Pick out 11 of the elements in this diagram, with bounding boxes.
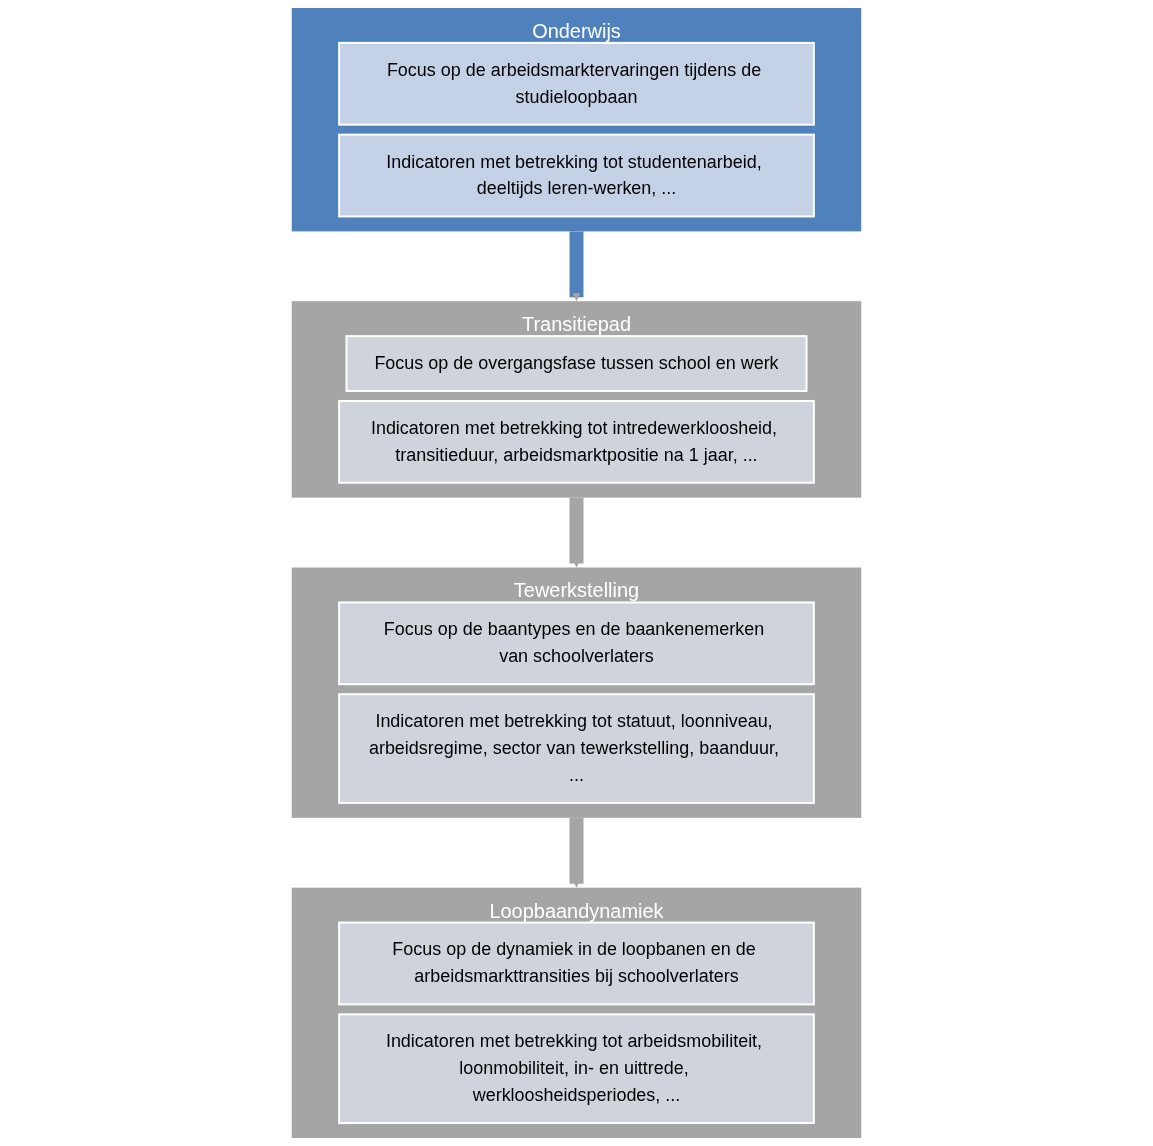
node-box: Indicatoren met betrekking tot intredewerkloosheid, transitieduur, arbeidsmarktpositie na 1 jaar, ...: [338, 399, 815, 484]
node-box: Indicatoren met betrekking tot studentenarbeid, deeltijds leren-werken, ...: [338, 133, 815, 218]
arrow: [569, 496, 584, 568]
node-box: Focus op de dynamiek in de loopbanen en de arbeidsmarkttransities bij schoolverlaters: [338, 921, 815, 1006]
arrow: [569, 816, 584, 888]
node-box: Focus op de arbeidsmarktervaringen tijdens de studieloopbaan: [338, 41, 815, 126]
node-box: Indicatoren met betrekking tot arbeidsmobiliteit, loonmobiliteit, in- en uittrede, werkloosheidsperiodes, ...: [338, 1013, 815, 1125]
node-box: Focus op de overgangsfase tussen school en werk: [345, 335, 808, 392]
arrow: [569, 230, 584, 302]
node-box: Indicatoren met betrekking tot statuut, loonniveau, arbeidsregime, sector van tewerkstelling, baanduur, ...: [338, 693, 815, 804]
node-box: Focus op de baantypes en de baankenemerken van schoolverlaters: [338, 601, 815, 686]
